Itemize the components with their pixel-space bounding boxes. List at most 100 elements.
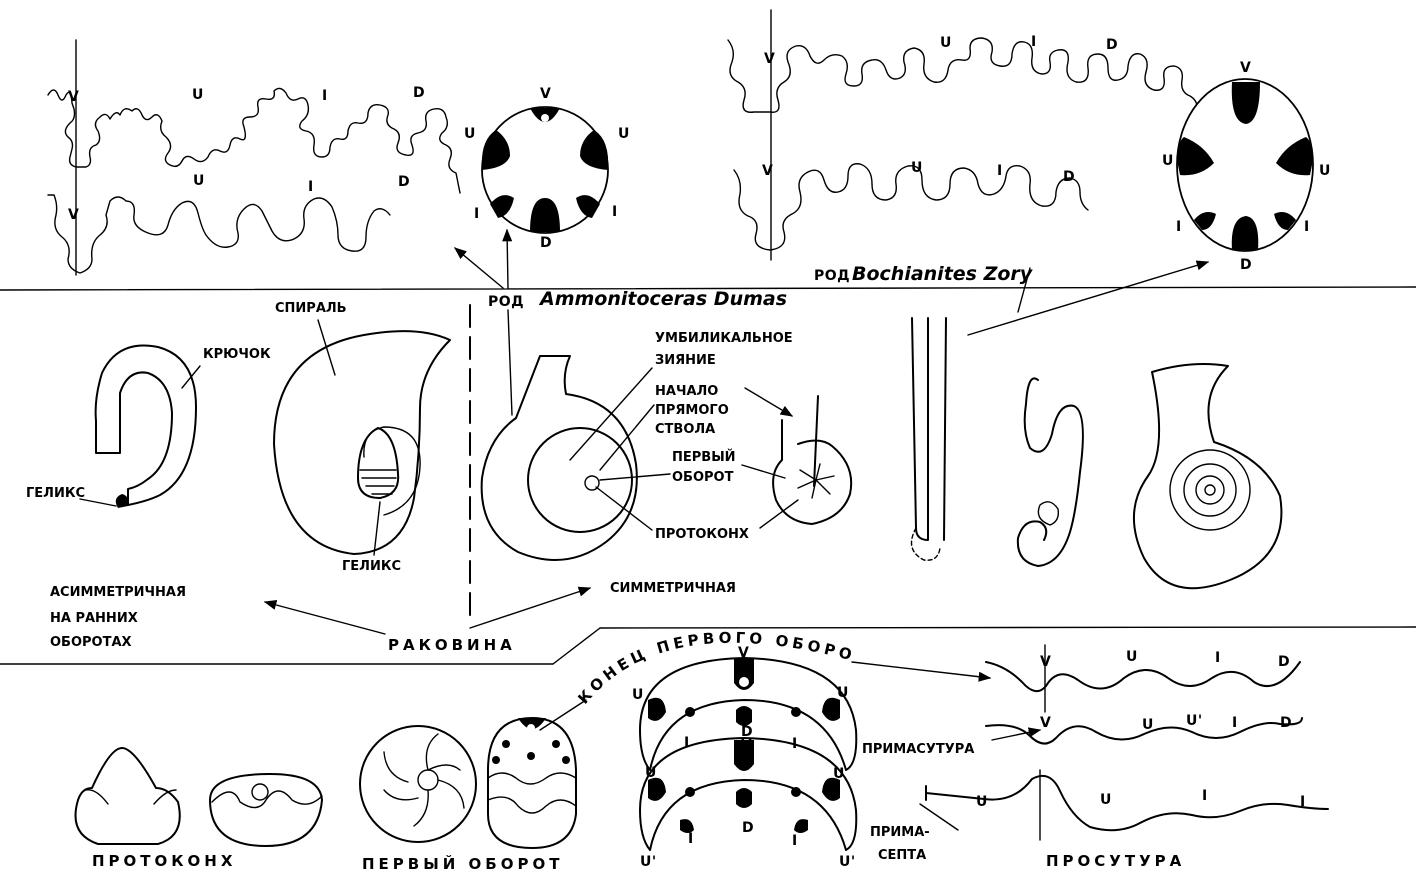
end-of-first-turn-label: КОНЕЦ ПЕРВОГО ОБОРОТА [0,0,858,707]
svg-text:I: I [684,735,690,751]
svg-text:U': U' [1186,713,1203,729]
svg-text:V: V [738,645,749,661]
spiral-shell [274,331,450,554]
spiral-label: СПИРАЛЬ [275,301,347,316]
primasepta-label: ПРИМА- [870,825,930,840]
rod-label-bochianites: РОД [814,268,850,284]
svg-text:D: D [540,235,552,251]
svg-text:D: D [1063,169,1075,185]
svg-text:U: U [837,685,849,701]
bochianites-shells [912,318,1282,588]
svg-text:I: I [474,206,480,222]
svg-text:U: U [1100,792,1112,808]
svg-text:U': U' [640,854,657,870]
svg-text:D: D [398,174,410,190]
shell-labels: КРЮЧОК СПИРАЛЬ ГЕЛИКС ГЕЛИКС УМБИЛИКАЛЬН… [26,301,798,654]
protoconch-bottom-label: ПРОТОКОНХ [92,852,236,870]
prosutura-label: ПРОСУТУРА [1046,852,1185,870]
svg-text:I: I [1232,715,1238,731]
primasutura-label: ПРИМАСУТУРА [862,742,974,757]
svg-text:I: I [997,163,1003,179]
asymmetric-shells [96,331,450,554]
ammonitoceras-label: Ammonitoceras Dumas [538,288,787,310]
genus-labels: РОД Ammonitoceras Dumas РОД Bochianites … [455,230,1208,415]
suture-wave-labels: ПРИМАСУТУРА ПРИМА- СЕПТА ПРОСУТУРА [862,742,1185,870]
svg-text:U: U [464,126,476,142]
svg-text:U: U [1162,153,1174,169]
svg-text:U: U [911,160,923,176]
bochianites-cross-section [1177,79,1313,251]
symmetric-outer-whorl [482,356,637,560]
first-turn-views: ПЕРВЫЙ ОБОРОТ [360,718,576,873]
svg-text:СЕПТА: СЕПТА [878,848,926,863]
svg-text:D: D [1240,257,1252,273]
svg-text:I: I [612,204,618,220]
svg-text:D: D [1280,715,1292,731]
symmetric-cross-view [773,396,851,524]
svg-text:I: I [1202,788,1208,804]
svg-text:D: D [1278,654,1290,670]
svg-text:U: U [976,794,988,810]
ammonitoceras-cross-section [482,107,608,233]
svg-text:СТВОЛА: СТВОЛА [655,422,715,437]
helix-label-spiral: ГЕЛИКС [342,559,401,574]
helix-label-hook: ГЕЛИКС [26,486,85,501]
svg-text:U: U [632,687,644,703]
svg-text:U: U [1142,717,1154,733]
svg-text:ОБОРОТАХ: ОБОРОТАХ [50,635,132,650]
svg-text:I: I [322,88,328,104]
svg-text:V: V [1040,715,1051,731]
svg-text:U: U [193,173,205,189]
spiral-helix [358,428,398,498]
svg-text:I: I [1300,794,1306,810]
svg-text:U: U [192,87,204,103]
bochianites-hook-shell [1018,378,1083,566]
ammonitoceras-sutures [48,40,460,275]
svg-text:I: I [792,833,798,849]
hook-shell [96,345,196,505]
svg-text:V: V [764,51,775,67]
first-turn-bottom-label: ПЕРВЫЙ ОБОРОТ [362,854,563,873]
svg-text:V: V [1240,60,1251,76]
svg-text:U: U [940,35,952,51]
svg-text:V: V [540,86,551,102]
hook-label: КРЮЧОК [203,347,271,362]
umbilical-gap-label: УМБИЛИКАЛЬНОЕ [655,331,793,346]
svg-text:U: U [833,766,845,782]
svg-text:ЗИЯНИЕ: ЗИЯНИЕ [655,353,716,368]
straight-stem-label: НАЧАЛО [655,384,718,399]
svg-text:ПРЯМОГО: ПРЯМОГО [655,403,729,418]
first-turn-label: ПЕРВЫЙ [672,449,736,465]
svg-text:U: U [645,765,657,781]
svg-text:U: U [1126,649,1138,665]
protoconch-views: ПРОТОКОНХ [76,748,323,870]
suture-waves [920,645,1328,840]
svg-text:I: I [1031,34,1037,50]
svg-text:U: U [1319,163,1331,179]
early-suture-line [48,195,390,273]
svg-text:D: D [413,85,425,101]
svg-text:U: U [618,126,630,142]
svg-text:V: V [762,163,773,179]
svg-text:НА РАННИХ: НА РАННИХ [50,611,138,626]
svg-text:I: I [688,831,694,847]
svg-text:I: I [792,736,798,752]
bochianites-early-suture [734,164,1088,250]
bochianites-sutures [728,10,1197,260]
bochianites-adult-suture [728,38,1197,124]
svg-text:V: V [741,737,752,753]
bochianites-label: Bochianites Zory [852,263,1034,285]
svg-text:V: V [68,207,79,223]
svg-text:U': U' [839,854,856,870]
svg-text:V: V [1040,654,1051,670]
svg-text:V: V [68,89,79,105]
svg-text:I: I [1215,650,1221,666]
hook-helix [116,494,129,508]
shell-label: РАКОВИНА [388,636,516,654]
symmetric-label: СИММЕТРИЧНАЯ [610,581,736,596]
svg-text:I: I [1176,219,1182,235]
svg-text:D: D [742,820,754,836]
protoconch-label: ПРОТОКОНХ [655,527,749,542]
asymmetric-label: АСИММЕТРИЧНАЯ [50,585,186,600]
